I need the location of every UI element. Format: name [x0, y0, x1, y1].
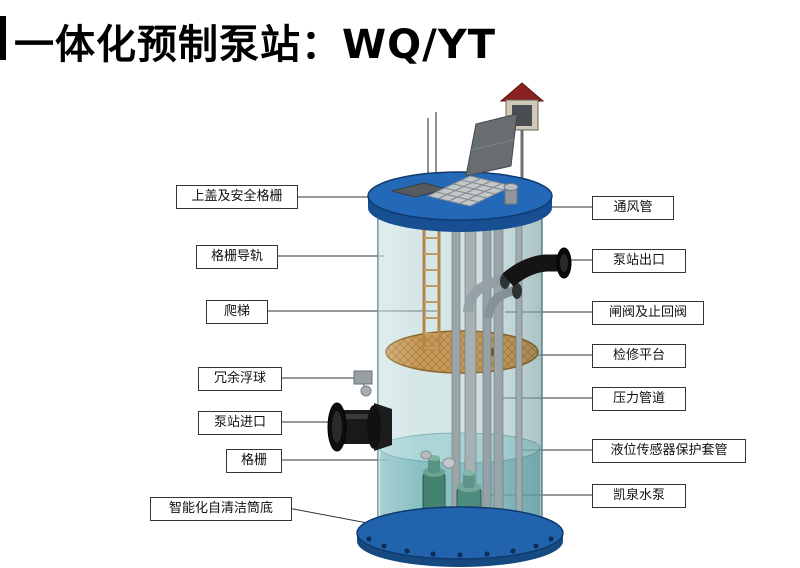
base-flange	[356, 506, 564, 567]
label-vent-pipe: 通风管	[592, 196, 674, 220]
label-grille: 格栅	[226, 449, 282, 473]
label-grille-guide-rail: 格栅导轨	[196, 245, 278, 269]
label-kaiquan-pump: 凯泉水泵	[592, 484, 686, 508]
inlet-pipe	[327, 402, 392, 452]
flange-bolts	[366, 536, 554, 558]
label-pump-outlet: 泵站出口	[592, 249, 686, 273]
label-redundant-float: 冗余浮球	[198, 367, 282, 391]
lid-safety-grating	[426, 175, 514, 207]
label-maintenance-platform: 检修平台	[592, 344, 686, 368]
cabinet-roof	[499, 82, 545, 102]
label-pump-inlet: 泵站进口	[198, 411, 282, 435]
vent-pipe	[503, 183, 519, 205]
outlet-pipe	[502, 247, 572, 287]
cabinet-door	[512, 105, 532, 126]
label-top-cover-safety-grille: 上盖及安全格栅	[176, 185, 298, 209]
redundant-float	[353, 370, 373, 397]
label-self-cleaning-bottom: 智能化自清洁筒底	[150, 497, 292, 521]
left-edge-mark	[0, 16, 6, 60]
open-cover-panel	[465, 113, 518, 177]
label-level-sensor-sleeve: 液位传感器保护套管	[592, 439, 746, 463]
label-ladder: 爬梯	[206, 300, 268, 324]
glass-highlight	[378, 185, 542, 555]
label-gate-check-valve: 闸阀及止回阀	[592, 301, 704, 325]
page-title: 一体化预制泵站：WQ/YT	[14, 22, 496, 68]
label-pressure-pipe: 压力管道	[592, 387, 686, 411]
